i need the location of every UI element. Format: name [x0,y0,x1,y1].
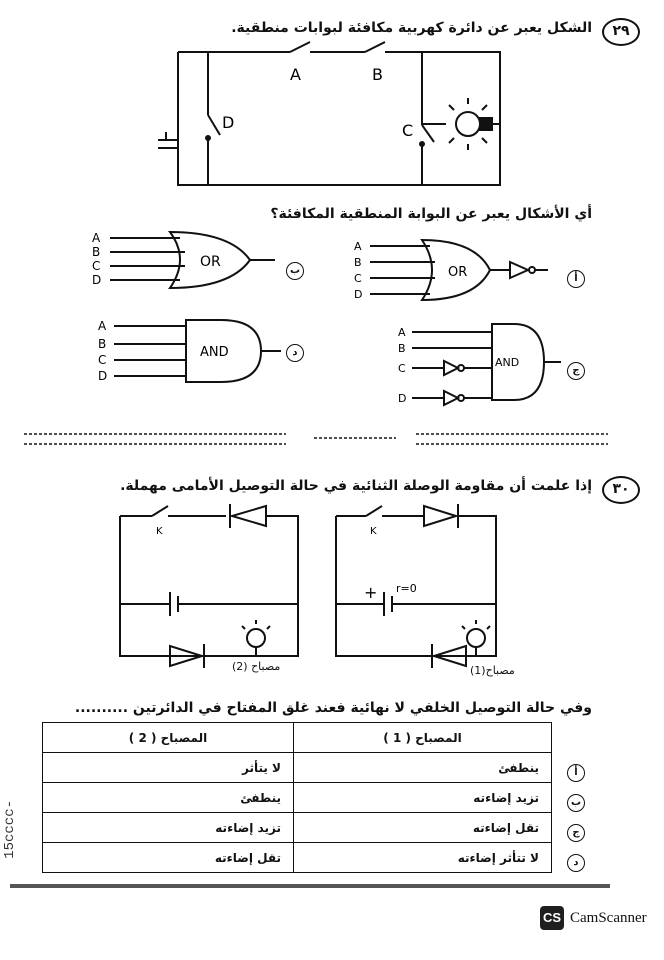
bottom-edge-bar [10,884,610,888]
input-b-label: B [98,337,106,351]
table-row[interactable]: ينطفئ لا يتأثر [42,752,552,783]
input-d-label: D [92,273,101,287]
header-lamp-1: المصباح ( 1 ) [293,722,552,753]
row-d-lamp-2: تقل إضاءته [42,842,294,873]
option-a-or-not-gate-diagram: A B C D OR [354,238,548,302]
question-29-subprompt: أي الأشكال يعبر عن البوابة المنطقية المك… [270,206,592,222]
question-29-number: ٢٩ [602,18,640,46]
option-d-and-gate-diagram: A B C D AND [98,319,281,383]
row-b-option-marker[interactable]: ب [567,794,585,812]
input-a-label: A [398,326,406,339]
answer-table: المصباح ( 1 ) المصباح ( 2 ) ينطفئ لا يتأ… [42,722,552,873]
camscanner-name: CamScanner [570,909,647,926]
input-a-label: A [354,240,362,253]
input-d-label: D [98,369,107,383]
row-a-option-marker[interactable]: أ [567,764,585,782]
camscanner-watermark: CS CamScanner [540,906,647,930]
circuit-2-diagram: K [119,504,299,668]
q29-circuit-diagram: A B D C [158,41,501,186]
question-29-prompt: الشكل يعبر عن دائرة كهربية مكافئة لبوابا… [231,20,592,36]
question-30-prompt: إذا علمت أن مقاومة الوصلة الثنائية في حا… [120,478,592,494]
row-d-lamp-1: لا تتأثر إضاءته [293,842,552,873]
input-d-label: D [398,392,406,405]
switch-a-label: A [290,65,301,84]
circuit-1-diagram: K r=0 + [335,504,497,668]
or-gate-label: OR [200,254,221,270]
option-d-marker[interactable]: د [286,344,304,362]
option-b-marker[interactable]: ب [286,262,304,280]
input-c-label: C [398,362,406,375]
row-a-lamp-2: لا يتأثر [42,752,294,783]
input-a-label: A [92,231,101,245]
input-c-label: C [354,272,362,285]
resistance-label: r=0 [396,582,417,595]
and-gate-label: AND [495,356,519,369]
and-gate-label: AND [200,345,229,360]
camscanner-logo-icon: CS [540,906,564,930]
battery-plus-label: + [364,583,377,602]
input-b-label: B [398,342,406,355]
switch-d-label: D [222,113,234,132]
option-c-marker[interactable]: ج [567,362,585,380]
input-b-label: B [354,256,362,269]
input-c-label: C [98,353,106,367]
key-k-label: K [156,526,163,537]
header-lamp-2: المصباح ( 2 ) [42,722,294,753]
switch-b-label: B [372,65,383,84]
answer-dotted-lines [24,433,608,445]
input-b-label: B [92,245,100,259]
input-d-label: D [354,288,362,301]
row-c-lamp-1: تقل إضاءته [293,812,552,843]
question-30-number: ٣٠ [602,476,640,504]
row-c-lamp-2: تزيد إضاءته [42,812,294,843]
key-k-label: K [370,526,377,537]
lamp-1-label: مصباح(1) [470,664,515,677]
option-b-or-gate-diagram: A B C D OR [92,230,275,290]
side-margin-text: 15cccc- [2,800,18,859]
option-c-and-not-gate-diagram: A B C D AND [398,323,561,407]
row-b-lamp-2: ينطفئ [42,782,294,813]
or-gate-label: OR [448,265,467,280]
switch-c-label: C [402,121,413,140]
option-a-marker[interactable]: أ [567,270,585,288]
table-row[interactable]: لا تتأثر إضاءته تقل إضاءته [42,842,552,873]
input-c-label: C [92,259,100,273]
lamp-2-label: مصباح (2) [232,660,281,673]
row-d-option-marker[interactable]: د [567,854,585,872]
table-header-row: المصباح ( 1 ) المصباح ( 2 ) [42,722,552,753]
table-row[interactable]: تقل إضاءته تزيد إضاءته [42,812,552,843]
row-b-lamp-1: تزيد إضاءته [293,782,552,813]
question-30-subprompt: وفي حالة التوصيل الخلفي لا نهائية فعند غ… [74,700,592,716]
row-c-option-marker[interactable]: ج [567,824,585,842]
table-row[interactable]: تزيد إضاءته ينطفئ [42,782,552,813]
row-a-lamp-1: ينطفئ [293,752,552,783]
input-a-label: A [98,319,107,333]
